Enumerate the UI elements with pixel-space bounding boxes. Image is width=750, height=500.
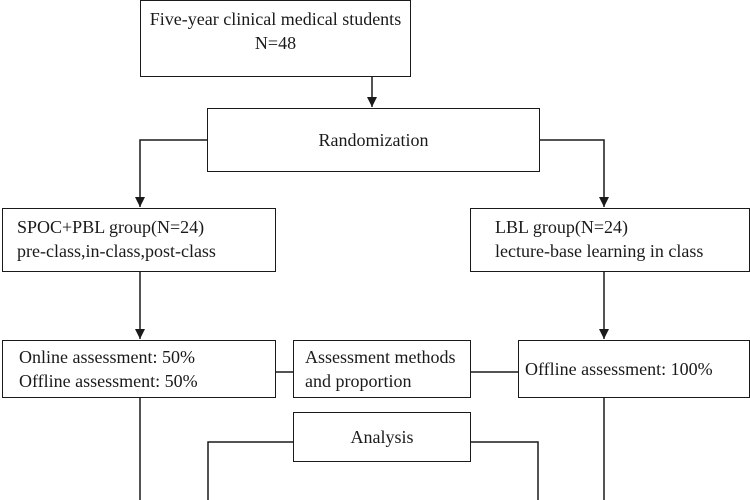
- lbl-group-description: lecture-base learning in class: [495, 241, 704, 261]
- offline-assessment-full-label: Offline assessment: 100%: [525, 359, 713, 379]
- lbl-group-title: LBL group(N=24): [495, 217, 628, 237]
- students-count: N=48: [254, 33, 297, 53]
- analysis-label: Analysis: [350, 427, 414, 447]
- offline-assessment-label: Offline assessment: 50%: [19, 371, 198, 391]
- spoc-group-title: SPOC+PBL group(N=24): [17, 217, 205, 237]
- spoc-group-description: pre-class,in-class,post-class: [17, 241, 216, 261]
- assessment-methods-line2: and proportion: [305, 371, 412, 391]
- lbl-group-box: LBL group(N=24) lecture-base learning in…: [470, 208, 750, 272]
- offline-assessment-box: Offline assessment: 100%: [518, 340, 750, 398]
- online-assessment-label: Online assessment: 50%: [19, 347, 195, 367]
- randomization-label: Randomization: [318, 130, 429, 150]
- connector-analysis-right: [471, 441, 539, 500]
- arrow-randomization-to-lbl: [540, 139, 609, 207]
- online-offline-assessment-box: Online assessment: 50% Offline assessmen…: [2, 340, 276, 398]
- students-box: Five-year clinical medical students N=48: [140, 0, 411, 77]
- spoc-pbl-group-box: SPOC+PBL group(N=24) pre-class,in-class,…: [2, 208, 276, 272]
- assessment-methods-line1: Assessment methods: [305, 347, 456, 367]
- students-title: Five-year clinical medical students: [149, 9, 402, 29]
- analysis-box: Analysis: [293, 412, 471, 462]
- assessment-methods-box: Assessment methods and proportion: [293, 340, 471, 398]
- connector-analysis-left: [207, 441, 293, 500]
- arrow-randomization-to-spoc: [135, 139, 207, 207]
- randomization-box: Randomization: [207, 108, 540, 172]
